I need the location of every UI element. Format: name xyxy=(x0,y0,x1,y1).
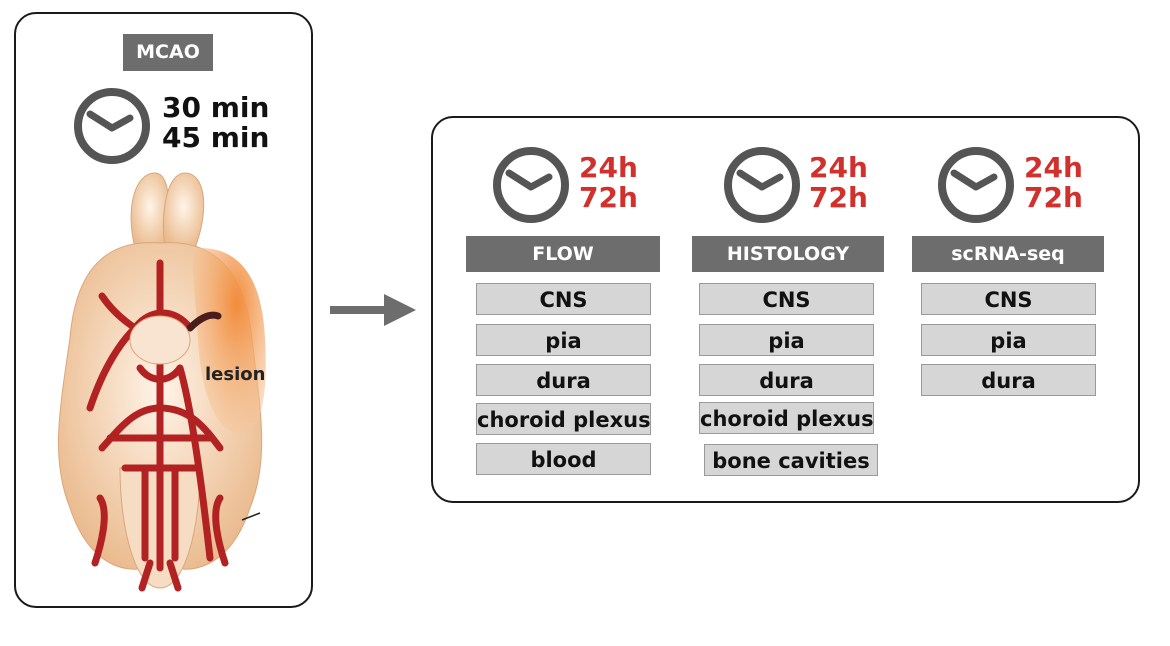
flow-time-2: 72h xyxy=(579,181,638,214)
clock-icon xyxy=(493,147,569,223)
flow-item-dura: dura xyxy=(476,364,651,396)
scrna-item-pia: pia xyxy=(921,324,1096,356)
scrna-times: 24h 72h xyxy=(1024,153,1083,213)
histology-time-1: 24h xyxy=(809,151,868,184)
flow-item-choroid-plexus: choroid plexus xyxy=(476,403,651,435)
circle-of-willis xyxy=(129,315,191,365)
lesion-area xyxy=(193,248,266,434)
olfactory-bulb-right xyxy=(163,172,205,249)
flow-times: 24h 72h xyxy=(579,153,638,213)
flow-cytometry-header: FLOW CYTOMETRY xyxy=(466,236,660,301)
histology-item-pia: pia xyxy=(699,324,874,356)
scrna-time-2: 72h xyxy=(1024,181,1083,214)
histology-item-cns: CNS xyxy=(699,283,874,315)
flow-item-cns: CNS xyxy=(476,283,651,315)
olfactory-bulb-left xyxy=(130,172,170,249)
histology-time-2: 72h xyxy=(809,181,868,214)
clock-icon xyxy=(724,147,800,223)
brain-illustration xyxy=(57,172,266,592)
flow-time-1: 24h xyxy=(579,151,638,184)
histology-times: 24h 72h xyxy=(809,153,868,213)
clock-icon xyxy=(938,147,1014,223)
flow-item-blood: blood xyxy=(476,443,651,475)
mcao-durations: 30 min 45 min xyxy=(162,93,269,153)
scrna-item-dura: dura xyxy=(921,364,1096,396)
lesion-label: lesion xyxy=(205,364,266,385)
clock-icon xyxy=(74,88,150,164)
mcao-label: MCAO xyxy=(123,34,213,71)
scrna-time-1: 24h xyxy=(1024,151,1083,184)
histology-item-bone-cavities: bone cavities xyxy=(704,444,878,476)
flow-item-pia: pia xyxy=(476,324,651,356)
mcao-time-2: 45 min xyxy=(162,121,270,154)
histology-item-choroid-plexus: choroid plexus xyxy=(699,402,874,434)
scrna-item-cns: CNS xyxy=(921,283,1096,315)
histology-header: HISTOLOGY xyxy=(692,236,884,272)
mcao-time-1: 30 min xyxy=(162,91,270,124)
scrna-seq-header: scRNA-seq xyxy=(912,236,1104,272)
histology-item-dura: dura xyxy=(699,364,874,396)
right-arrow-icon xyxy=(330,294,416,326)
